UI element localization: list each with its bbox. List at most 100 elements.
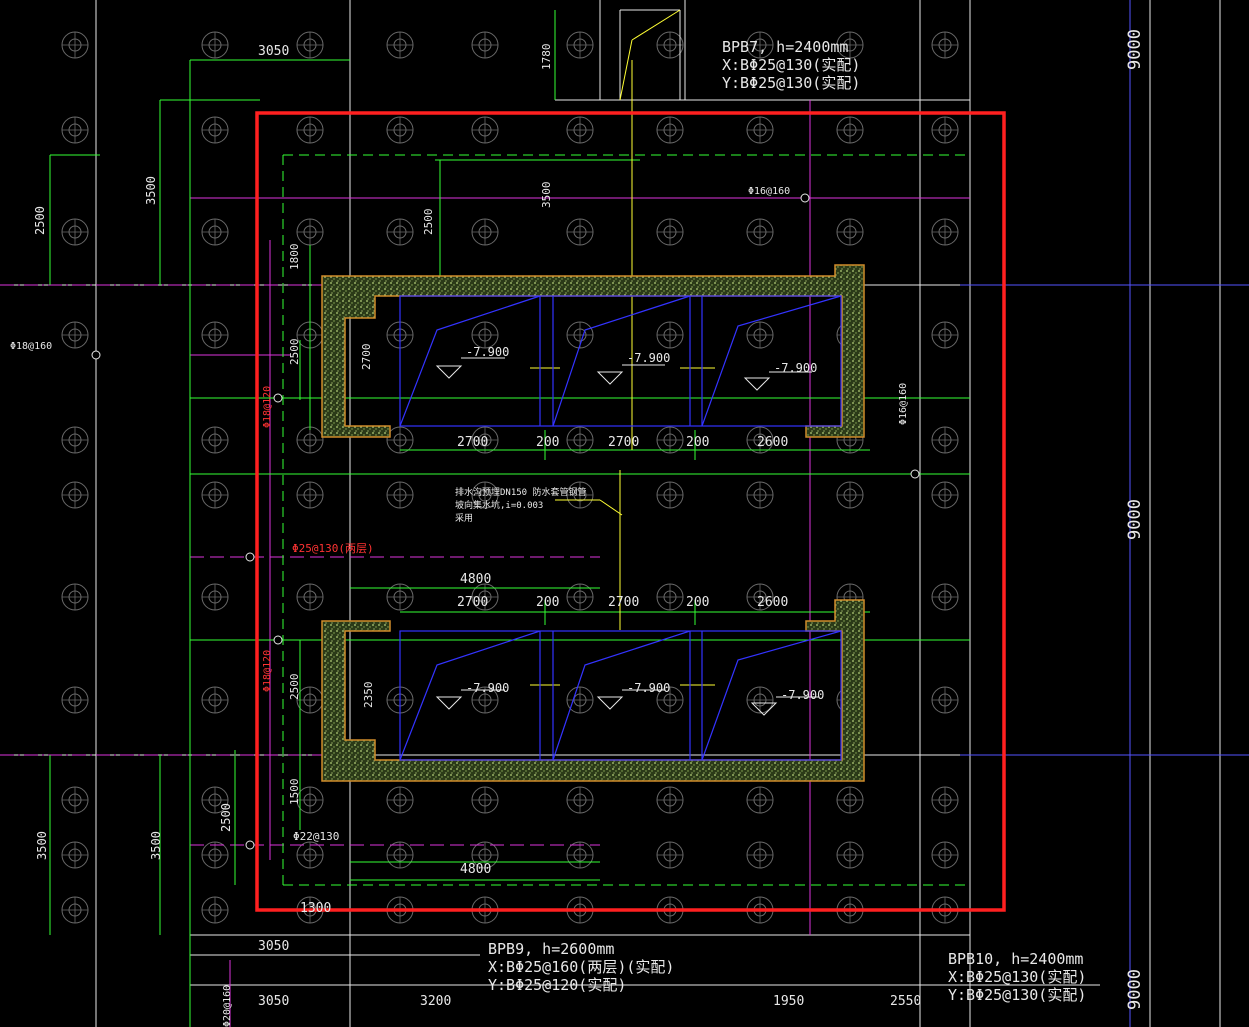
dim-pit2-w3: 2600 xyxy=(757,595,788,610)
level-markers xyxy=(435,357,819,716)
dim-pit2-depth: 2350 xyxy=(362,682,375,709)
level-a3: -7.900 xyxy=(774,361,817,375)
rebar-18-160-right: Φ16@160 xyxy=(898,383,909,425)
pile-icon xyxy=(746,218,774,246)
dim-pit1-w1: 2700 xyxy=(457,435,488,450)
pile-icon xyxy=(201,686,229,714)
dim-bot-4800: 4800 xyxy=(460,862,491,877)
pile-icon xyxy=(656,786,684,814)
bpb10-x: X:BΦ25@130(实配) xyxy=(948,968,1086,986)
dimension-lines xyxy=(49,10,970,1027)
pile-icon xyxy=(566,686,594,714)
bpb9-name: BPB9, h=2600mm xyxy=(488,940,614,958)
pile-icon xyxy=(201,31,229,59)
pile-icon xyxy=(296,481,324,509)
pile-icon xyxy=(931,786,959,814)
rebar-markers xyxy=(91,193,920,850)
pile-icon xyxy=(836,481,864,509)
dim-left-3500-bot: 3500 xyxy=(35,831,49,860)
pile-icon xyxy=(386,218,414,246)
axis-lines-blue xyxy=(960,0,1249,1027)
selection-rectangle[interactable] xyxy=(255,111,1006,912)
level-a1: -7.900 xyxy=(466,345,509,359)
dim-inner-2500b: 2500 xyxy=(288,339,301,366)
note-line-2: 坡向集水坑,i=0.003 xyxy=(455,499,543,511)
bpb7-y: Y:BΦ25@130(实配) xyxy=(722,74,860,92)
pile-icon xyxy=(61,583,89,611)
pile-icon xyxy=(656,321,684,349)
dim-pit2-w1: 2700 xyxy=(457,595,488,610)
pile-icon xyxy=(296,426,324,454)
bpb10-y: Y:BΦ25@130(实配) xyxy=(948,986,1086,1004)
pile-icon xyxy=(656,841,684,869)
pile-icon xyxy=(296,583,324,611)
pile-icon xyxy=(471,116,499,144)
pile-icon xyxy=(386,426,414,454)
level-b1: -7.900 xyxy=(466,681,509,695)
pile-icon xyxy=(746,841,774,869)
pile-icon xyxy=(836,841,864,869)
dim-top-1780: 1780 xyxy=(540,44,553,71)
dim-pit1-depth: 2700 xyxy=(360,344,373,371)
pile-icon xyxy=(931,583,959,611)
pile-icon xyxy=(201,841,229,869)
dim-pit1-g1: 200 xyxy=(536,435,559,450)
pile-icon xyxy=(566,116,594,144)
pile-icon xyxy=(201,583,229,611)
pile-icon xyxy=(386,841,414,869)
rebar-25-130-two: Φ25@130(两层) xyxy=(292,542,374,555)
pile-icon xyxy=(746,686,774,714)
rebar-22-130: Φ22@130 xyxy=(293,830,339,843)
rebar-20-160: Φ20@160 xyxy=(222,985,233,1027)
dim-bot-2550: 2550 xyxy=(890,994,921,1009)
pile-icon xyxy=(931,686,959,714)
pile-icon xyxy=(201,116,229,144)
leader-lines xyxy=(530,9,715,686)
pile-icon xyxy=(566,218,594,246)
pile-icon xyxy=(61,896,89,924)
pit-lower xyxy=(321,599,865,782)
dim-inner-3500: 3500 xyxy=(540,182,553,209)
level-a2: -7.900 xyxy=(627,351,670,365)
pile-icon xyxy=(656,116,684,144)
bpb10-name: BPB10, h=2400mm xyxy=(948,950,1083,968)
dim-left-2500-bot: 2500 xyxy=(219,803,233,832)
pile-icon xyxy=(566,31,594,59)
pile-icon xyxy=(656,481,684,509)
pile-icon xyxy=(61,686,89,714)
pile-icon xyxy=(201,896,229,924)
dim-bot-3050: 3050 xyxy=(258,939,289,954)
pile-icon xyxy=(931,218,959,246)
dim-bot-1300: 1300 xyxy=(300,901,331,916)
pile-icon xyxy=(931,31,959,59)
dim-pit1-w3: 2600 xyxy=(757,435,788,450)
pit-upper xyxy=(321,264,865,438)
pile-icon xyxy=(296,116,324,144)
pile-icon xyxy=(931,481,959,509)
pile-icon xyxy=(836,116,864,144)
pile-icon xyxy=(61,481,89,509)
pile-icon xyxy=(296,31,324,59)
pile-icon xyxy=(746,321,774,349)
pile-icon xyxy=(386,786,414,814)
dim-pit2-w2: 2700 xyxy=(608,595,639,610)
dim-inner-2500: 2500 xyxy=(422,209,435,236)
pile-icon xyxy=(201,218,229,246)
pile-icon xyxy=(201,321,229,349)
pile-icon xyxy=(296,841,324,869)
pile-icon xyxy=(566,841,594,869)
dim-bot-1950: 1950 xyxy=(773,994,804,1009)
pile-grid xyxy=(61,31,959,924)
pile-icon xyxy=(386,31,414,59)
dim-left-1500: 1500 xyxy=(288,779,301,806)
dim-pit2-g2: 200 xyxy=(686,595,709,610)
pile-icon xyxy=(656,426,684,454)
pile-icon xyxy=(656,218,684,246)
dim-bot-3200: 3200 xyxy=(420,994,451,1009)
grid-dim-right-top: 9000 xyxy=(1125,29,1145,70)
note-line-1: 排水沟预埋DN150 防水套管钢管 xyxy=(455,486,587,498)
pile-icon xyxy=(836,218,864,246)
bpb7-x: X:BΦ25@130(实配) xyxy=(722,56,860,74)
